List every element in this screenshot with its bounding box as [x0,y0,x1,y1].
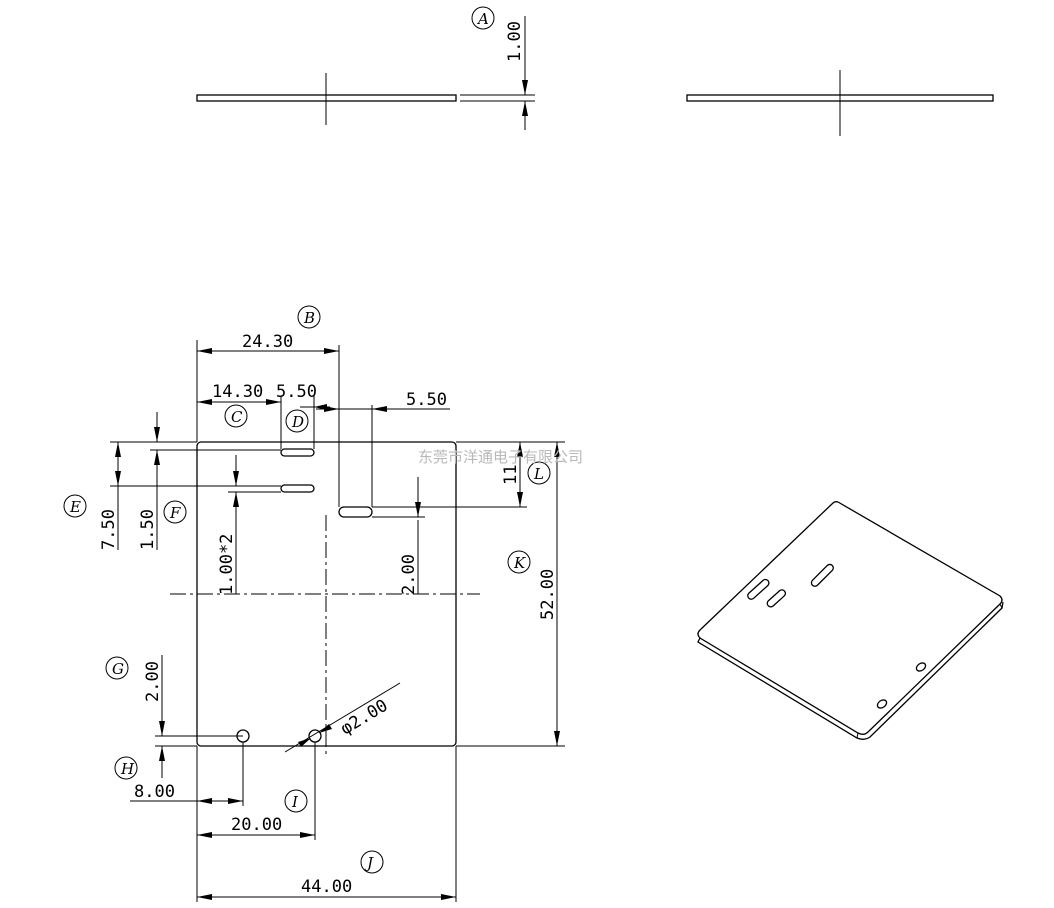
label-l: L [533,465,544,483]
dim-5-50-left: 5.50 [276,382,317,402]
label-j: J [364,854,374,872]
side-view-left: 1.00 A [196,6,535,130]
dim-5-50-right: 5.50 [406,390,447,410]
front-view: 24.30 B 14.30 C 5.50 D 5.50 7.50 [63,305,565,902]
slot-right [338,506,373,518]
label-g: G [112,660,124,678]
dim-44-00: 44.00 [301,877,352,897]
dim-hole-diameter: φ2.00 [337,696,391,740]
slot-lower [280,484,315,493]
dim-2-00-hole: 2.00 [143,661,163,702]
dim-11: 11 [501,465,521,485]
side-view-right [686,70,994,136]
label-d: D [291,413,304,431]
label-a: A [476,10,489,28]
dim-1-00x2: 1.00*2 [217,534,237,595]
dim-7-50: 7.50 [99,509,119,550]
dim-52-00: 52.00 [538,569,558,620]
label-f: F [169,504,181,522]
slot-upper [280,448,315,457]
dim-2-00-slot: 2.00 [399,554,419,595]
dim-14-30: 14.30 [212,382,263,402]
label-e: E [69,498,81,516]
dim-20-00: 20.00 [231,815,282,835]
thickness-dimension: 1.00 [505,21,525,62]
dim-24-30: 24.30 [242,332,293,352]
isometric-view [697,501,1004,740]
dim-1-50: 1.50 [138,509,158,550]
label-k: K [513,554,526,572]
label-i: I [291,793,299,811]
label-b: B [303,309,315,327]
watermark-text: 东莞市洋通电子有限公司 [418,448,583,466]
dim-8-00: 8.00 [134,782,175,802]
label-c: C [231,408,243,426]
label-h: H [120,760,135,778]
